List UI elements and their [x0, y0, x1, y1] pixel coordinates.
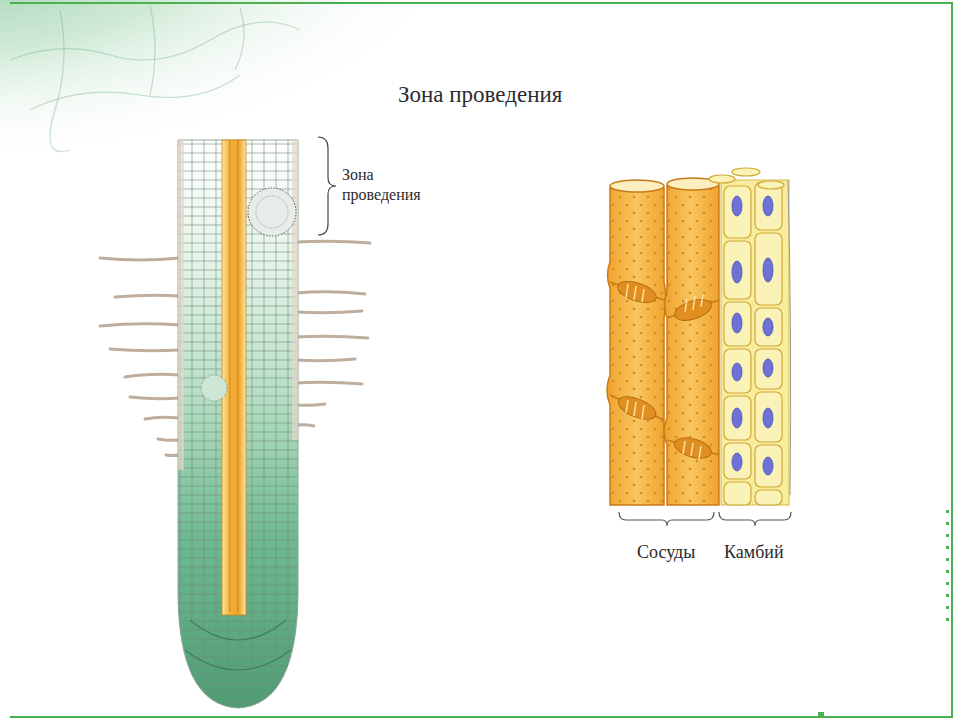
- bracket: [619, 512, 714, 526]
- slide-title: Зона проведения: [398, 80, 562, 109]
- bracket: [318, 137, 336, 235]
- cambium: [709, 168, 791, 505]
- part-label: Камбий: [724, 541, 784, 564]
- bracket: [719, 512, 791, 526]
- leaf-veins: [10, 5, 300, 152]
- zone-label: Зона проведения: [342, 165, 452, 205]
- frame: [10, 3, 952, 717]
- part-label: Сосуды: [637, 541, 695, 564]
- root: [170, 140, 310, 720]
- frame-dots: [818, 510, 949, 718]
- vessels: [607, 178, 719, 505]
